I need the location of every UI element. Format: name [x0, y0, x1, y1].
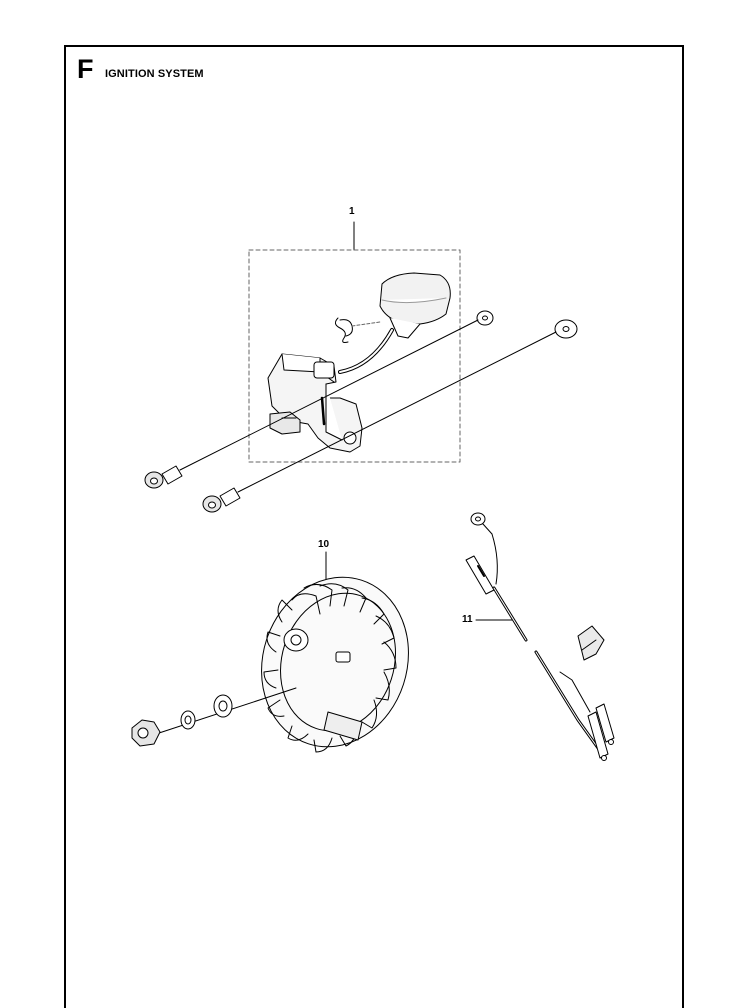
section-letter: F [77, 54, 94, 84]
washer-lower[interactable] [554, 319, 578, 339]
wire-connector-upper[interactable] [465, 555, 495, 595]
spring-clip[interactable] [334, 317, 381, 343]
ignition-lead [338, 328, 394, 374]
ring-terminal[interactable] [470, 512, 493, 535]
ignition-module-body[interactable] [267, 353, 363, 453]
wire-upper [491, 533, 498, 585]
washer-upper[interactable] [476, 310, 494, 326]
flywheel-washer[interactable] [213, 694, 233, 718]
callout-10: 10 [318, 539, 330, 550]
wire-end-terminals[interactable] [587, 703, 615, 761]
callout-11: 11 [462, 614, 473, 625]
page-frame [64, 45, 684, 1008]
callout-1: 1 [349, 206, 355, 217]
flywheel-nut[interactable] [131, 719, 161, 747]
wire-clip[interactable] [577, 625, 605, 661]
ignition-module-group[interactable] [144, 221, 578, 513]
flywheel[interactable] [240, 558, 430, 766]
screw-upper[interactable] [144, 465, 183, 489]
screw-axis-upper [179, 319, 479, 471]
flywheel-group[interactable] [131, 551, 430, 766]
section-title: IGNITION SYSTEM [105, 68, 204, 80]
ignition-module-dashed-box [248, 249, 461, 463]
screw-lower[interactable] [202, 487, 241, 513]
flywheel-spring-washer[interactable] [180, 710, 196, 730]
spark-plug-cap[interactable] [379, 272, 451, 339]
wire-harness-group[interactable] [465, 512, 615, 761]
screw-axis-lower [237, 331, 557, 493]
